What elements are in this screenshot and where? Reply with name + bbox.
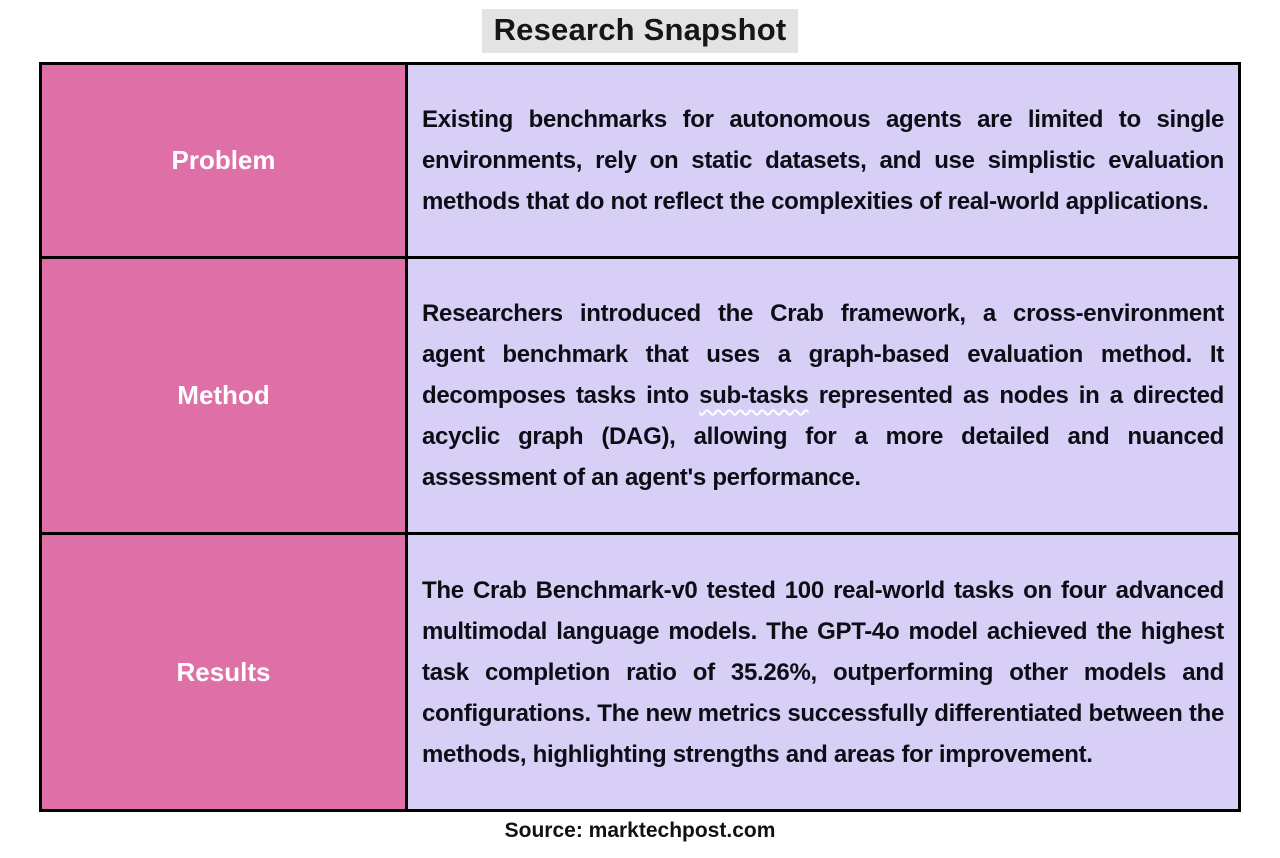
results-text: The Crab Benchmark-v0 tested 100 real-wo… [422, 576, 1224, 768]
problem-text: Existing benchmarks for autonomous agent… [422, 106, 1224, 215]
method-misspelled-word: sub-tasks [699, 382, 809, 409]
title-row: Research Snapshot [0, 0, 1280, 56]
source-attribution: Source: marktechpost.com [504, 819, 776, 842]
method-text-cell: Researchers introduced the Crab framewor… [408, 259, 1238, 535]
row-label-results: Results [42, 535, 408, 809]
page-title: Research Snapshot [481, 9, 799, 53]
source-row: Source: marktechpost.com [0, 819, 1280, 843]
snapshot-table: Problem Existing benchmarks for autonomo… [39, 62, 1241, 812]
method-text-before: Researchers introduced the Crab framewor… [422, 300, 1224, 409]
row-label-results-text: Results [176, 656, 271, 687]
row-label-method-text: Method [177, 380, 270, 410]
row-label-problem-text: Problem [171, 145, 276, 175]
method-text-after: represented as nodes in a directed acycl… [422, 382, 1224, 491]
problem-text-cell: Existing benchmarks for autonomous agent… [408, 65, 1238, 259]
row-label-problem: Problem [42, 65, 408, 259]
row-label-method: Method [42, 259, 408, 535]
results-text-cell: The Crab Benchmark-v0 tested 100 real-wo… [408, 535, 1238, 809]
method-text: Researchers introduced the Crab framewor… [422, 293, 1224, 498]
